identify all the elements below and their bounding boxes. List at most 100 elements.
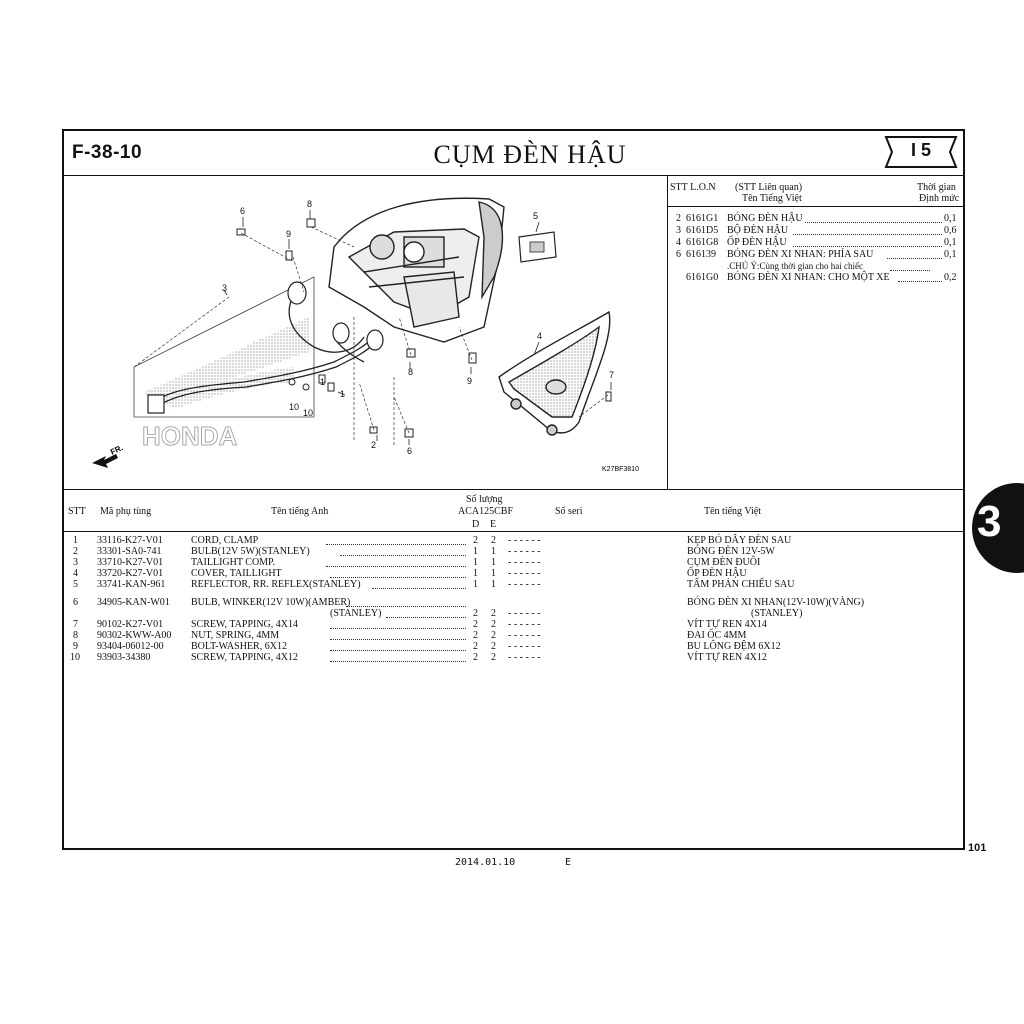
related-col-stt-lon: STT L.O.N: [670, 182, 716, 193]
bulb-socket: [366, 329, 384, 351]
section-code: F-38-10: [72, 142, 143, 163]
related-head-rule: [668, 206, 964, 207]
related-time: 0,6: [944, 225, 957, 236]
nut-spring: [406, 348, 416, 358]
row-name-vn: KẸP BÓ DÂY ĐÈN SAU: [687, 535, 792, 546]
row-serial: - - - - - -: [508, 546, 541, 557]
row-part-no: 33710-K27-V01: [97, 557, 164, 568]
callout-9b: 9: [467, 376, 473, 386]
table-row: 6 34905-KAN-W01 BULB, WINKER(12V 10W)(AM…: [0, 597, 1024, 609]
row-serial: - - - - - -: [508, 630, 541, 641]
row-name-en: SCREW, TAPPING, 4X14: [191, 619, 298, 630]
leader-dots: [330, 628, 466, 629]
row-part-no: 33116-K27-V01: [97, 535, 163, 546]
row-name-vn: VÍT TỰ REN 4X12: [687, 652, 767, 663]
row-part-no: 93404-06012-00: [97, 641, 164, 652]
row-serial: - - - - - -: [508, 652, 541, 663]
row-qty-d: 1: [473, 546, 478, 557]
group-tab-outline: [884, 136, 958, 168]
front-arrow-icon: [92, 454, 118, 468]
related-stt: 4: [676, 237, 681, 248]
wing-panel-outline: [133, 276, 315, 418]
row-qty-e: 2: [491, 619, 496, 630]
row-qty-d: 1: [473, 568, 478, 579]
related-code: 6161G1: [686, 213, 719, 224]
taillight-housing: [328, 197, 505, 343]
cord-connector: [147, 394, 165, 414]
leader-dots: [326, 566, 466, 567]
leader-dots: [805, 222, 942, 223]
nut-spring: [306, 218, 316, 228]
row-part-no: 33301-SA0-741: [97, 546, 162, 557]
leader-dots: [330, 650, 466, 651]
callout-6: 6: [240, 206, 246, 216]
front-label: FR.: [109, 443, 124, 457]
leader-dots: [346, 606, 466, 607]
honda-wing-logo: [144, 317, 309, 407]
callout-4: 4: [537, 331, 543, 341]
row-name-vn-cont: (STANLEY): [751, 608, 803, 619]
related-name: BÓNG ĐÈN HẬU: [727, 213, 803, 224]
exploded-diagram: HONDA: [92, 197, 639, 473]
table-row: (STANLEY) 2 2 - - - - - - (STANLEY): [0, 608, 1024, 620]
leader-dots: [372, 588, 466, 589]
row-name-vn: CỤM ĐÈN ĐUÔI: [687, 557, 761, 568]
related-code: 6161D5: [686, 225, 719, 236]
row-qty-e: 2: [491, 630, 496, 641]
leader-dots: [887, 258, 942, 259]
row-stt: 6: [73, 597, 78, 608]
row-name-en: SCREW, TAPPING, 4X12: [191, 652, 298, 663]
row-qty-d: 1: [473, 557, 478, 568]
row-serial: - - - - - -: [508, 641, 541, 652]
name-en-header: Tên tiếng Anh: [271, 506, 329, 517]
row-name-en: COVER, TAILLIGHT: [191, 568, 282, 579]
row-qty-e: 1: [491, 546, 496, 557]
bulb-winker: [369, 426, 378, 434]
callout-5: 5: [533, 211, 539, 221]
part-no-header: Mã phụ tùng: [100, 506, 152, 517]
related-stt: 3: [676, 225, 681, 236]
related-stt: 6: [676, 249, 681, 260]
leader-dots: [340, 555, 466, 556]
row-name-en: TAILLIGHT COMP.: [191, 557, 276, 568]
callout-2: 2: [371, 440, 377, 450]
row-serial: - - - - - -: [508, 568, 541, 579]
row-part-no: 90102-K27-V01: [97, 619, 164, 630]
callout-8b: 8: [408, 367, 414, 377]
rear-reflector: [518, 231, 557, 263]
e-header: E: [490, 519, 497, 530]
cord-clamp: [327, 382, 335, 392]
chapter-tab-label: 3: [977, 497, 1002, 546]
leader-dots: [330, 577, 466, 578]
row-qty-d: 1: [473, 579, 478, 590]
row-part-no: 93903-34380: [97, 652, 151, 663]
row-stt: 9: [73, 641, 78, 652]
leader-dots: [326, 544, 466, 545]
leader-dots: [330, 639, 466, 640]
row-stt: 7: [73, 619, 78, 630]
model-header: ACA125CBF: [458, 506, 514, 517]
row-stt: 2: [73, 546, 78, 557]
related-name: BỘ ĐÈN HẬU: [727, 225, 789, 236]
row-serial: - - - - - -: [508, 557, 541, 568]
table-head-rule: [62, 531, 965, 532]
row-part-no: 90302-KWW-A00: [97, 630, 172, 641]
leader-dots: [330, 661, 466, 662]
bulb-small: [236, 228, 246, 236]
footer-date: 2014.01.10: [455, 857, 516, 868]
related-name: BÓNG ĐÈN XI NHAN: CHO MỘT XE: [727, 272, 890, 283]
footer-edition: E: [565, 857, 572, 868]
leader-lines: [133, 226, 609, 447]
row-name-en: BULB(12V 5W)(STANLEY): [191, 546, 310, 557]
group-tab-label: I 5: [910, 140, 931, 160]
bulb-socket: [332, 322, 350, 344]
row-stt: 4: [73, 568, 78, 579]
callout-9: 9: [286, 229, 292, 239]
row-serial: - - - - - -: [508, 579, 541, 590]
related-name: BÓNG ĐÈN XI NHAN: PHÍA SAU: [727, 249, 874, 260]
table-row: 1 33116-K27-V01 CORD, CLAMP 2 2 - - - - …: [0, 535, 1024, 547]
related-code: 6161G0: [686, 272, 719, 283]
row-part-no: 34905-KAN-W01: [97, 597, 170, 608]
name-vn-header: Tên tiếng Việt: [704, 506, 761, 517]
row-stt: 5: [73, 579, 78, 590]
